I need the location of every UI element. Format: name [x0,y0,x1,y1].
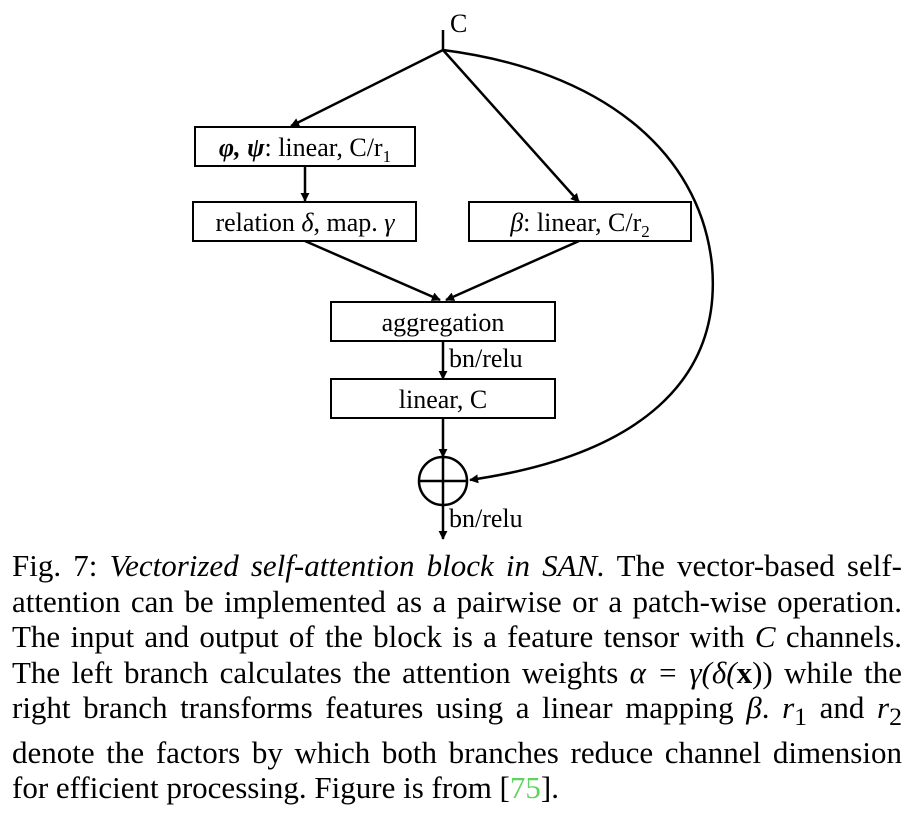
sum-operator-icon [417,455,469,507]
caption-sentence-5: denote the factors by which both branche… [12,734,902,806]
edge-input-to-phi-psi [290,48,444,128]
edge-beta-to-aggregation [445,239,580,302]
caption-sentence-1: The vector-based self-attention can be i… [12,548,903,654]
bn-relu-label-2: bn/relu [449,504,523,533]
aggregation-label: aggregation [382,308,505,337]
caption-math-c: C [754,619,776,654]
caption-sentence-2: channels. The left branch calculates the… [12,619,903,690]
caption-math-r2: r2 [877,690,903,732]
phi-psi-linear-label: φ, ψ: linear, C/r1 [219,133,391,166]
caption-math-beta: β [746,690,762,725]
caption-title: Vectorized self-attention block in SAN. [109,548,606,583]
input-label: C [450,9,467,38]
edge-residual-skip [442,48,715,484]
citation-link[interactable]: 75 [509,770,541,806]
phi-psi-linear-box [194,126,416,167]
caption-and: and [819,690,865,725]
linear-c-label: linear, C [399,385,488,414]
figure-caption: Fig. 7: Vectorized self-attention block … [12,548,903,806]
edge-relation-to-aggregation [304,239,441,302]
relation-mapping-box [192,201,417,242]
caption-math-r1: r1 [782,690,808,732]
linear-c-box [330,378,556,419]
caption-equation: α = γ(δ(x)) [629,654,773,690]
beta-linear-box [468,201,692,242]
san-block-diagram: C φ, ψ: linear, C/r1 relation δ, map. γ … [192,9,715,540]
bn-relu-label-1: bn/relu [449,344,523,373]
relation-mapping-label: relation δ, map. γ [215,208,395,237]
aggregation-box [330,301,556,342]
caption-sentence-3: while the right branch transforms featur… [12,654,903,726]
caption-fig-label: Fig. 7: [12,548,98,583]
beta-linear-label: β: linear, C/r2 [509,208,650,241]
edge-input-to-beta [442,49,580,203]
